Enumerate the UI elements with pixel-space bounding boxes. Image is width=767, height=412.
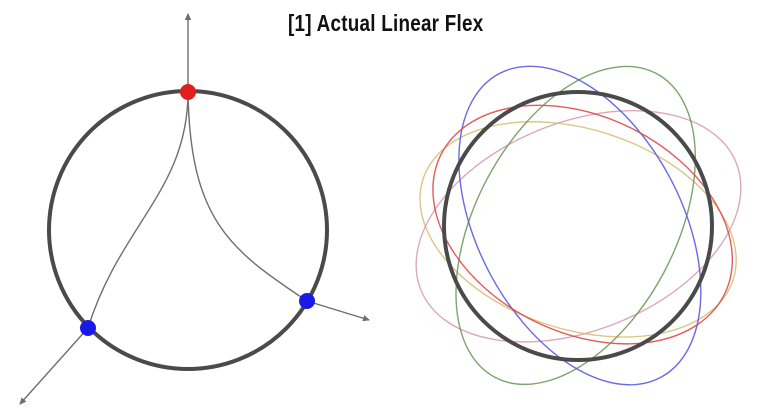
page-title: [1] Actual Linear Flex: [288, 10, 484, 36]
top-point: [180, 84, 196, 100]
flex-reference-circle: [442, 90, 714, 362]
flex-curve-tan: [419, 121, 737, 338]
flex-curve-red: [432, 104, 734, 345]
left-point: [80, 320, 96, 336]
right-point: [299, 293, 315, 309]
flex-family-diagram: [415, 65, 742, 386]
path-right: [187, 91, 370, 322]
flex-curve-pink: [415, 110, 742, 343]
flex-curve-green: [455, 65, 696, 386]
flex-curve-blue: [458, 65, 702, 386]
linear-flex-diagram: [19, 13, 370, 405]
path-lower-left: [19, 91, 189, 405]
